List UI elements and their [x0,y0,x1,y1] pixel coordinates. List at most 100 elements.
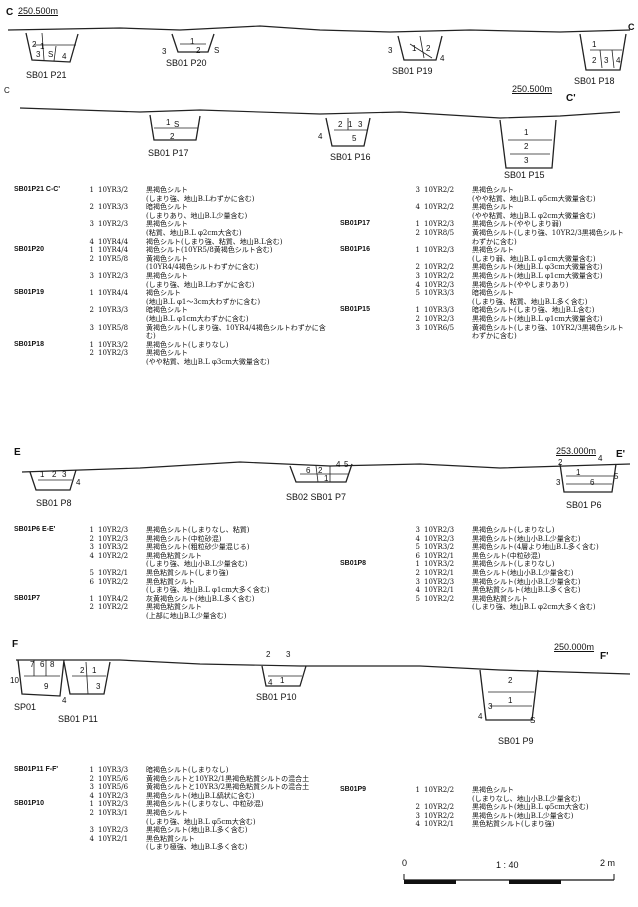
layer-number: 2 [32,40,37,49]
section-label-f: F [12,639,19,650]
layer-number: 1 [324,474,329,483]
layer-number: S [174,120,180,129]
layer-number: 4 [336,460,341,469]
layer-number: 4 [62,696,67,705]
layer-number: 7 [30,660,35,669]
layer-number: 9 [44,682,49,691]
layer-number: 1 [508,696,513,705]
layer-number: 1 [592,40,597,49]
layer-number: 6 [40,660,45,669]
profile-c-drawing [7,25,631,169]
layer-number: 3 [358,120,363,129]
layer-number: 3 [162,47,167,56]
layer-number: 4 [598,454,603,463]
layer-number: 2 [524,142,529,151]
layer-number: 5 [614,472,619,481]
pit-label: SB01 P17 [148,148,189,158]
layer-number: 2 [338,120,343,129]
profile-f: F 250.000m F' 7 6 8 10 9 SP01 2 1 3 4 SB… [0,640,638,760]
layer-number: 1 [40,470,45,479]
layer-number: 3 [388,46,393,55]
layer-number: 3 [96,682,101,691]
layer-number: 4 [76,478,81,487]
layer-number: S [530,716,536,725]
layer-number: 2 [196,46,201,55]
pit-label: SB01 P9 [498,736,534,746]
layer-number: 3 [62,470,67,479]
pit-label: SB01 P11 [58,714,98,724]
pit-label: SB01 P18 [574,76,615,86]
layer-number: 4 [478,712,483,721]
layer-number: 6 [306,466,311,475]
pit-label: SB01 P21 [26,70,67,80]
layer-number: 3 [524,156,529,165]
layer-number: 1 [280,676,285,685]
layer-number: 2 [592,56,597,65]
section-label-f-end: F' [600,651,609,662]
layer-number: S [48,50,54,59]
scale-bar-graphic [403,874,615,884]
profile-e: E 253.000m E' 1 2 3 4 SB01 P8 6 2 1 4 5 … [0,442,638,522]
pit-label: SB01 P8 [36,498,72,508]
layer-number: 6 [590,478,595,487]
pit-label: SB01 P10 [256,692,297,702]
layer-number: 2 [170,132,175,141]
section-label-c-start-2: C [4,86,10,95]
layer-number: 4 [616,56,621,65]
section-label-c: C [6,7,14,18]
section-label-e: E [14,447,21,458]
layer-number: 10 [10,676,19,685]
layer-number: 3 [286,650,291,659]
layer-number: 1 [576,468,581,477]
elevation-label-c: 250.500m [18,6,59,16]
scale-bar: 0 1 : 40 2 m [402,852,624,892]
layer-number: 1 [348,120,353,129]
layer-number: 5 [352,134,357,143]
elevation-label-f: 250.000m [554,642,595,652]
pit-label: SB01 P19 [392,66,433,76]
layer-number: 1 [166,118,171,127]
layer-number: 3 [488,702,493,711]
layer-number: 3 [36,50,41,59]
